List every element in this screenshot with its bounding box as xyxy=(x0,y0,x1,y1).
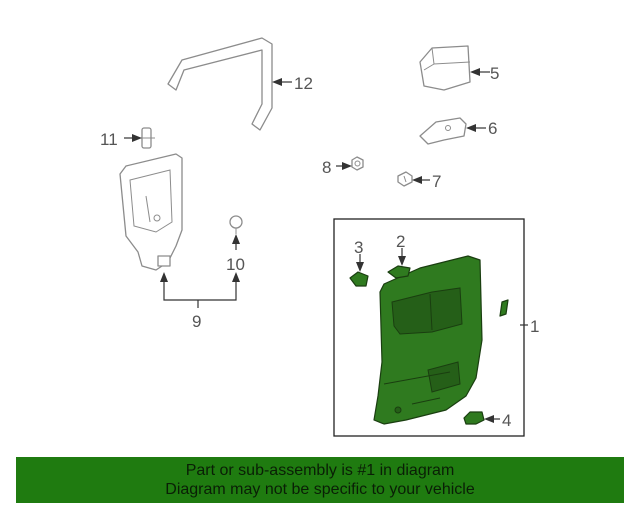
callout-6-leader xyxy=(466,124,486,132)
callout-10: 10 xyxy=(226,255,245,274)
part-3-clip[interactable] xyxy=(349,271,369,287)
callout-12: 12 xyxy=(294,74,313,93)
callout-3: 3 xyxy=(354,238,363,257)
part-12-weatherstrip[interactable] xyxy=(167,37,273,131)
part-6-bracket[interactable] xyxy=(419,117,467,145)
callout-9: 9 xyxy=(192,312,201,331)
callout-6: 6 xyxy=(488,119,497,138)
part-8-nut[interactable] xyxy=(351,156,364,171)
callout-4-leader xyxy=(484,415,500,423)
callout-7-leader xyxy=(412,176,430,184)
parts-diagram: 12 5 6 8 7 xyxy=(100,37,539,437)
callout-8-leader xyxy=(336,162,352,170)
notice-line-2: Diagram may not be specific to your vehi… xyxy=(165,481,475,498)
notice-line-1: Part or sub-assembly is #1 in diagram xyxy=(185,462,455,479)
callout-3-leader xyxy=(356,254,364,272)
callout-10-leader xyxy=(232,234,240,250)
callout-1: 1 xyxy=(530,317,539,336)
callout-9-leader xyxy=(160,272,240,308)
callout-11-leader xyxy=(124,134,142,142)
part-7-screw[interactable] xyxy=(397,171,413,187)
part-2-clip[interactable] xyxy=(387,265,411,279)
callout-2-leader xyxy=(398,248,406,266)
part-5-bin[interactable] xyxy=(419,45,471,91)
callout-2: 2 xyxy=(396,232,405,251)
callout-12-leader xyxy=(272,78,292,86)
callout-8: 8 xyxy=(322,158,331,177)
callout-5: 5 xyxy=(490,64,499,83)
part-10-push-pin[interactable] xyxy=(229,215,243,234)
callout-11: 11 xyxy=(100,130,118,149)
part-1-trim-panel[interactable] xyxy=(373,255,509,425)
part-9-side-panel[interactable] xyxy=(119,153,183,271)
part-4-clip[interactable] xyxy=(463,411,485,425)
callout-4: 4 xyxy=(502,411,511,430)
callout-5-leader xyxy=(470,68,490,76)
callout-7: 7 xyxy=(432,172,441,191)
assembly-1-box xyxy=(333,218,525,437)
notice-banner: Part or sub-assembly is #1 in diagram Di… xyxy=(16,457,624,503)
